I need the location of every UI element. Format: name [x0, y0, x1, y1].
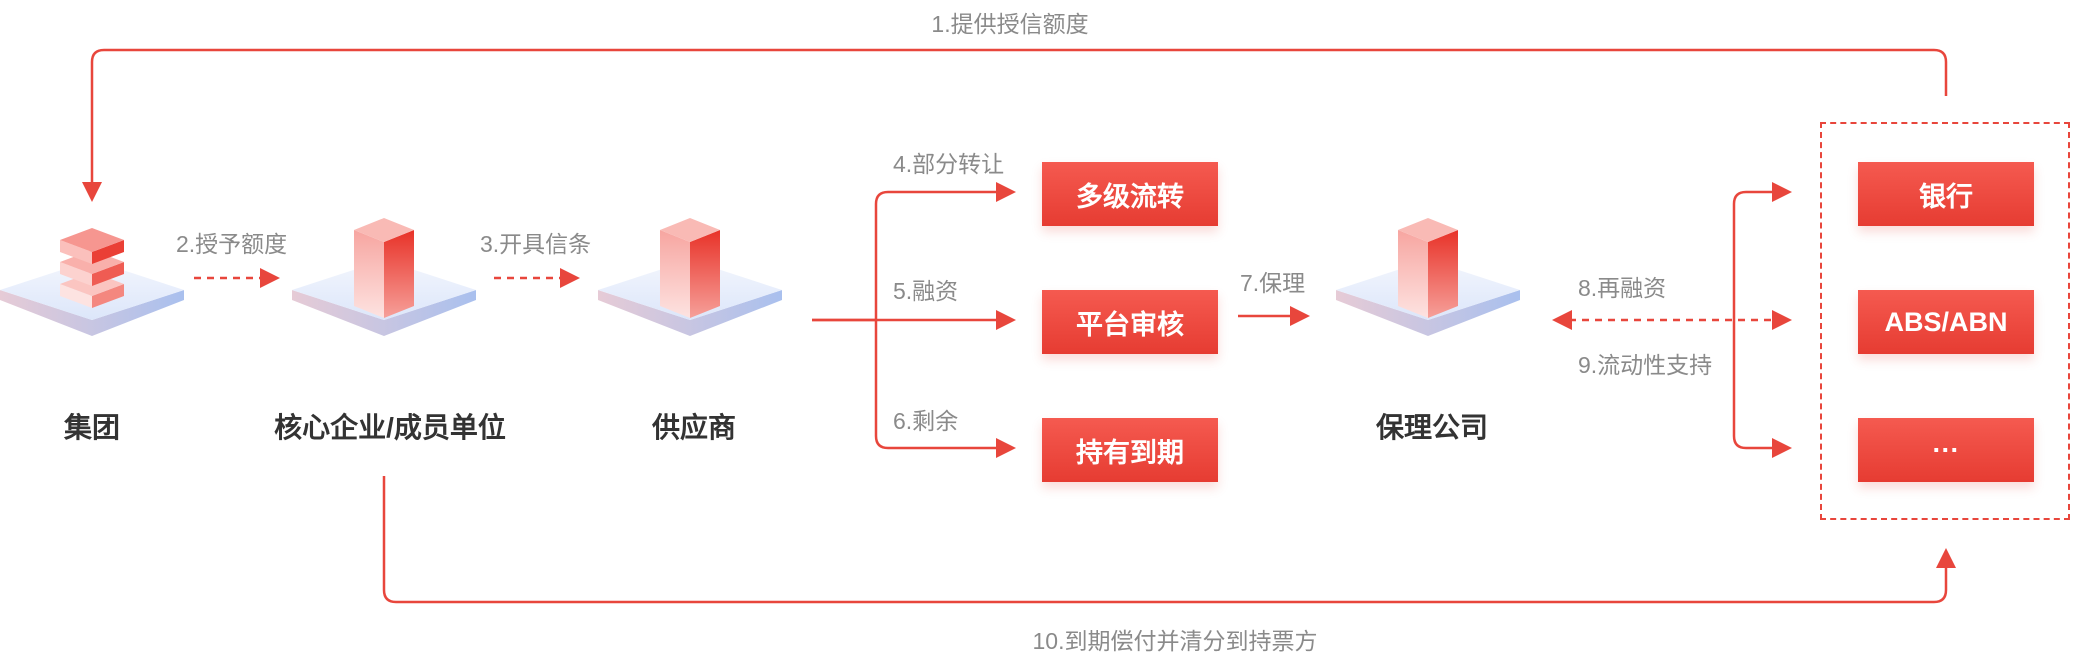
node-label-core-enterprise: 核心企业/成员单位 [274, 412, 506, 443]
step-label-1: 1.提供授信额度 [931, 11, 1089, 37]
step-label-7: 7.保理 [1240, 270, 1306, 296]
box-multi-level-transfer: 多级流转 [1042, 162, 1218, 226]
step-label-8: 8.再融资 [1578, 275, 1667, 301]
supplier-building-icon [598, 218, 782, 336]
node-label-supplier: 供应商 [651, 412, 737, 443]
box-hold-to-maturity: 持有到期 [1042, 418, 1218, 482]
step-label-10: 10.到期偿付并清分到持票方 [1032, 628, 1318, 654]
core-enterprise-building-icon [292, 218, 476, 336]
step-label-6: 6.剩余 [893, 408, 959, 434]
factoring-building-icon [1336, 218, 1520, 336]
arrow-step-1 [82, 48, 1948, 202]
arrow-step-10 [382, 476, 1956, 604]
investor-bracket-bottom [1732, 320, 1792, 458]
step-label-2: 2.授予额度 [176, 231, 288, 257]
group-building-icon [0, 228, 184, 336]
arrow-step-6 [874, 320, 1016, 458]
box-bank: 银行 [1858, 162, 2034, 226]
box-platform-review: 平台审核 [1042, 290, 1218, 354]
arrow-step-4 [812, 182, 1016, 322]
node-label-group: 集团 [63, 412, 121, 443]
step-label-4: 4.部分转让 [893, 151, 1005, 177]
step-label-3: 3.开具信条 [480, 231, 592, 257]
node-label-factoring: 保理公司 [1375, 412, 1489, 443]
investor-bracket-top [1732, 182, 1792, 320]
box-more: ··· [1858, 418, 2034, 482]
box-abs-abn: ABS/ABN [1858, 290, 2034, 354]
step-label-9: 9.流动性支持 [1578, 352, 1713, 378]
investor-group [1820, 122, 2070, 520]
step-label-5: 5.融资 [893, 278, 959, 304]
